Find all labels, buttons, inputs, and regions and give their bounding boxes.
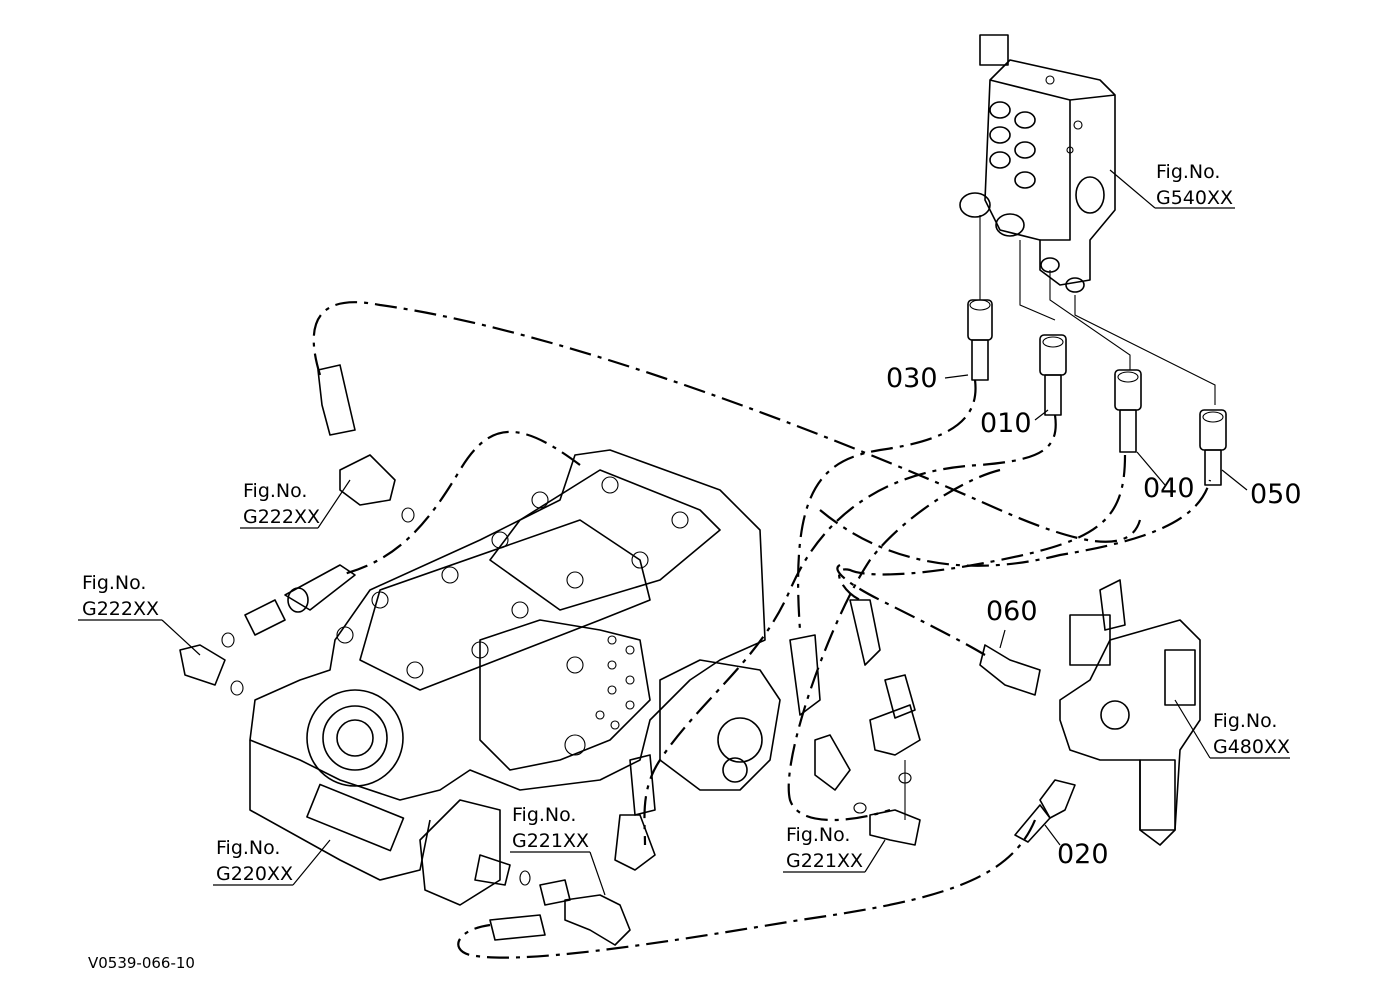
svg-text:G222XX: G222XX (243, 506, 320, 528)
part-number-010: 010 (980, 408, 1032, 439)
part-number-030: 030 (886, 363, 938, 394)
part-number-060: 060 (986, 596, 1038, 627)
svg-text:Fig.No.: Fig.No. (512, 804, 576, 826)
svg-text:G540XX: G540XX (1156, 187, 1233, 209)
fitting-060 (979, 644, 1041, 696)
svg-text:G480XX: G480XX (1213, 736, 1290, 758)
fitting-030 (967, 299, 993, 381)
left-fittings (179, 364, 415, 696)
fitting-020 (1014, 779, 1076, 843)
main-pump-assembly (249, 449, 781, 906)
label-fig-g221-mid: Fig.No. G221XX (512, 804, 589, 852)
svg-text:Fig.No.: Fig.No. (216, 837, 280, 859)
control-valve-assembly (1059, 579, 1201, 846)
label-fig-g221-right: Fig.No. G221XX (786, 824, 863, 872)
middle-fittings (474, 599, 921, 946)
svg-text:Fig.No.: Fig.No. (1156, 161, 1220, 183)
label-fig-g222-top: Fig.No. G222XX (243, 480, 320, 528)
leader-lines (78, 169, 1290, 896)
drawing-code: V0539-066-10 (88, 954, 195, 972)
label-fig-g220: Fig.No. G220XX (216, 837, 293, 885)
valve-block-assembly (959, 34, 1116, 293)
connection-lines (979, 215, 1216, 405)
label-fig-g480: Fig.No. G480XX (1213, 710, 1290, 758)
fitting-010 (1039, 334, 1067, 416)
svg-text:G222XX: G222XX (82, 598, 159, 620)
svg-text:G221XX: G221XX (786, 850, 863, 872)
fitting-050 (1199, 409, 1227, 486)
part-number-020: 020 (1057, 839, 1109, 870)
part-number-040: 040 (1143, 473, 1195, 504)
svg-text:Fig.No.: Fig.No. (243, 480, 307, 502)
svg-text:G221XX: G221XX (512, 830, 589, 852)
fitting-040 (1114, 369, 1142, 453)
label-fig-g222-left: Fig.No. G222XX (82, 572, 159, 620)
svg-text:G220XX: G220XX (216, 863, 293, 885)
label-fig-g540: Fig.No. G540XX (1156, 161, 1233, 209)
svg-text:Fig.No.: Fig.No. (786, 824, 850, 846)
svg-text:Fig.No.: Fig.No. (1213, 710, 1277, 732)
svg-text:Fig.No.: Fig.No. (82, 572, 146, 594)
part-number-050: 050 (1250, 479, 1302, 510)
hoses (312, 301, 1212, 959)
